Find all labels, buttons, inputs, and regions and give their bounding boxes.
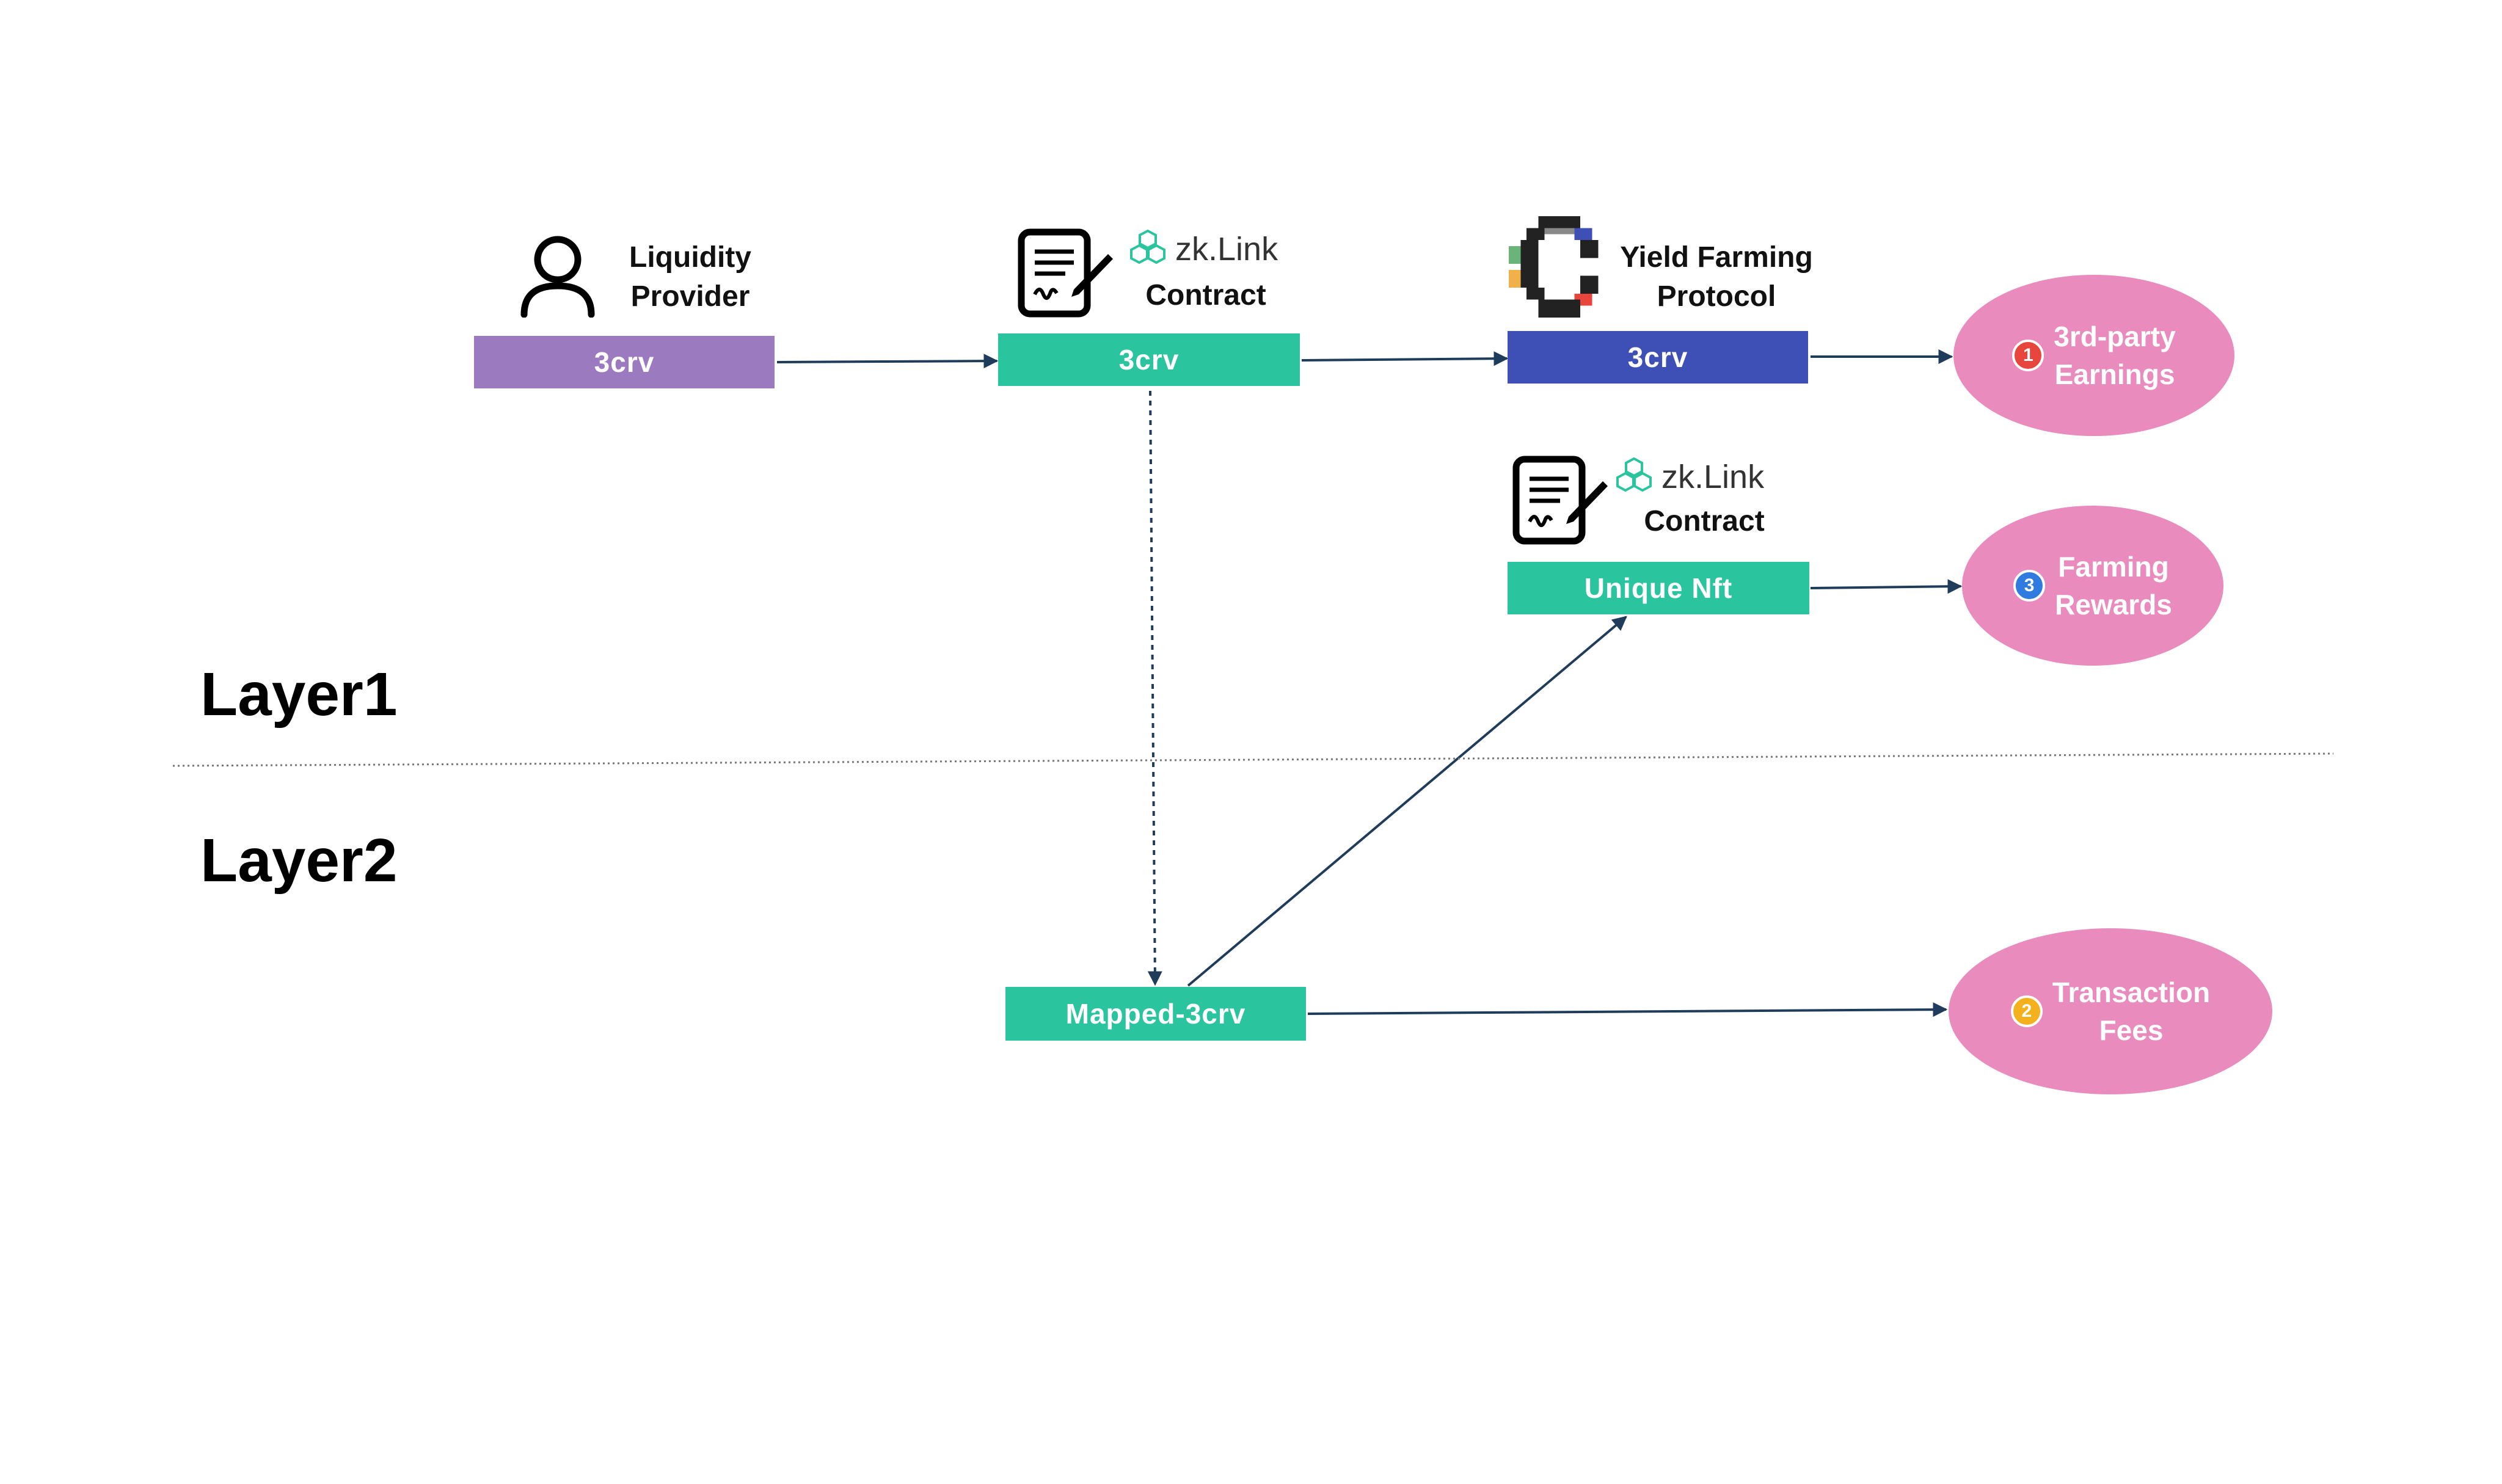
rewards-line1: Farming <box>2058 551 2169 583</box>
earnings-line2: Earnings <box>2054 358 2175 390</box>
contract-label-mid: Contract <box>1644 505 1765 537</box>
fees-text: Transaction Fees <box>2052 973 2210 1049</box>
liquidity-provider-line1: Liquidity <box>629 241 751 274</box>
yield-protocol-line2: Protocol <box>1657 280 1776 313</box>
arrow-mapped-to-fees <box>1307 1002 1948 1017</box>
rewards-oval: 3 Farming Rewards <box>1962 506 2223 666</box>
zklink-brand-top: zk.Link <box>1126 229 1278 269</box>
unique-nft-box: Unique Nft <box>1508 562 1809 614</box>
fees-line2: Fees <box>2099 1014 2164 1046</box>
earnings-line1: 3rd-party <box>2054 321 2176 352</box>
zklink-logo-icon <box>1616 457 1652 492</box>
liquidity-provider-line2: Provider <box>630 280 750 313</box>
protocol-3crv-box: 3crv <box>1508 331 1808 384</box>
layer2-label: Layer2 <box>200 826 398 895</box>
zklink-logo-icon <box>1130 229 1165 264</box>
earnings-badge: 1 <box>2012 340 2044 371</box>
arrow-mapped-to-nft <box>1187 616 1627 987</box>
contract-3crv-box: 3crv <box>998 333 1300 386</box>
contract-icon <box>1018 228 1113 318</box>
mapped-3crv-box: Mapped-3crv <box>1005 987 1306 1041</box>
user-icon <box>520 236 595 318</box>
layer-divider <box>172 752 2334 767</box>
arrow-contract-to-mapped <box>1147 390 1162 986</box>
rewards-text: Farming Rewards <box>2055 548 2172 624</box>
rewards-line2: Rewards <box>2055 589 2172 620</box>
contract-label-top: Contract <box>1145 279 1266 311</box>
liquidity-provider-title: Liquidity Provider <box>605 238 776 316</box>
fees-line1: Transaction <box>2052 977 2211 1008</box>
arrow-contract-to-protocol <box>1301 351 1509 366</box>
yield-protocol-line1: Yield Farming <box>1620 241 1813 274</box>
lp-3crv-box: 3crv <box>474 336 775 388</box>
yield-protocol-title: Yield Farming Protocol <box>1607 238 1826 316</box>
fees-badge: 2 <box>2010 995 2043 1027</box>
zklink-brand-text-top: zk.Link <box>1175 231 1278 267</box>
arrow-lp-to-contract <box>776 354 999 369</box>
arrow-nft-to-rewards <box>1810 579 1963 594</box>
zklink-brand-text-mid: zk.Link <box>1661 459 1765 495</box>
layer1-label: Layer1 <box>200 660 398 729</box>
rewards-badge: 3 <box>2013 570 2046 602</box>
earnings-text: 3rd-party Earnings <box>2054 318 2175 393</box>
earnings-oval: 1 3rd-party Earnings <box>1953 275 2234 436</box>
fees-oval: 2 Transaction Fees <box>1949 928 2272 1094</box>
zklink-brand-mid: zk.Link <box>1613 457 1764 497</box>
curve-logo-icon <box>1508 216 1599 318</box>
contract-icon <box>1512 456 1608 545</box>
